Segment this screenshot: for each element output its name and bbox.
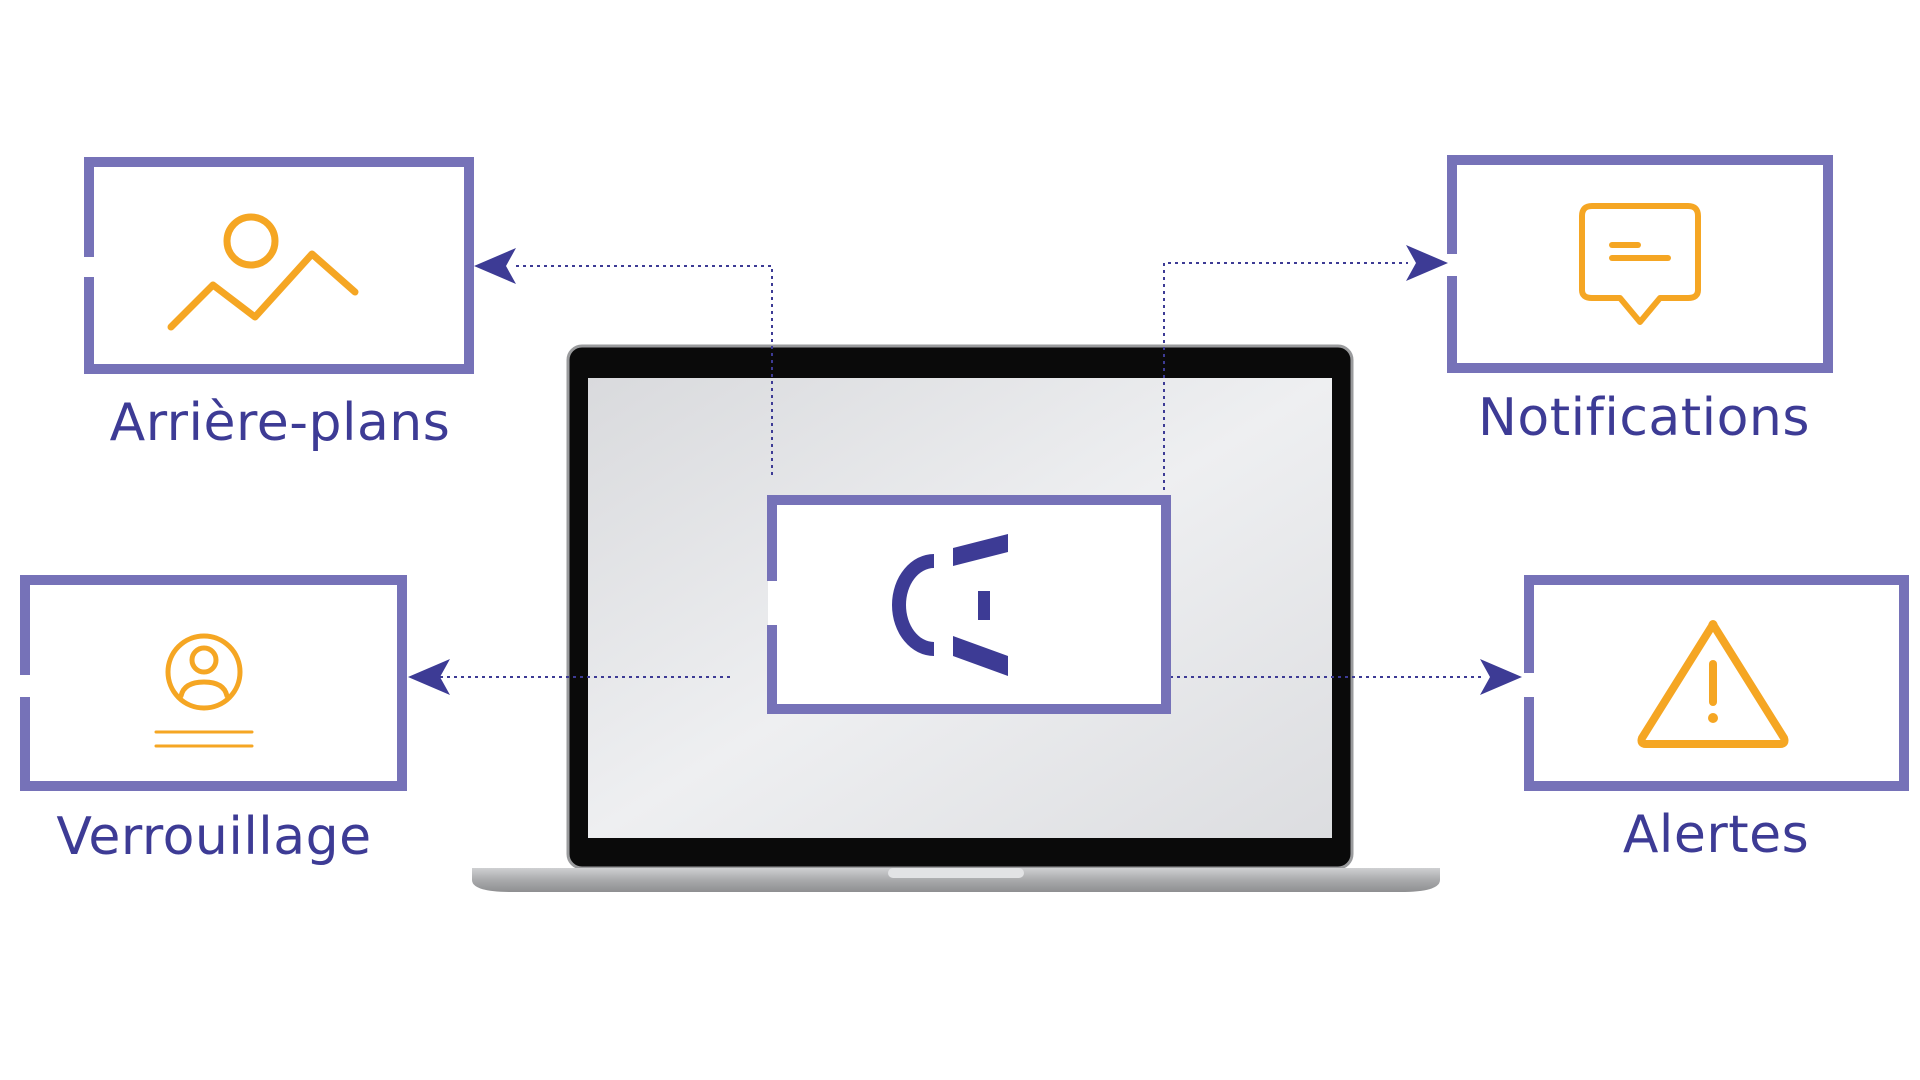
image-icon bbox=[167, 213, 359, 331]
message-icon bbox=[1579, 203, 1701, 325]
arrow-left-icon bbox=[408, 659, 450, 695]
label-backgrounds: Arrière-plans bbox=[109, 393, 451, 453]
arrow-right-icon bbox=[1406, 245, 1448, 281]
arrow-left-icon bbox=[474, 248, 516, 284]
label-notifications: Notifications bbox=[1478, 388, 1810, 448]
connector-notifications bbox=[1163, 262, 1408, 490]
warning-icon bbox=[1637, 620, 1789, 748]
feature-frame-notifications bbox=[1447, 155, 1833, 373]
laptop-base bbox=[472, 868, 1440, 892]
feature-frame-lock bbox=[20, 575, 407, 791]
laptop-notch bbox=[888, 868, 1024, 878]
connector-arrows bbox=[408, 245, 1522, 695]
center-frame bbox=[767, 495, 1171, 714]
feature-frame-backgrounds bbox=[84, 157, 474, 374]
feature-frame-alerts bbox=[1524, 575, 1909, 791]
user-lock-icon bbox=[154, 633, 254, 748]
label-alerts: Alertes bbox=[1622, 805, 1810, 865]
brand-logo-icon bbox=[892, 534, 1008, 676]
arrow-right-icon bbox=[1480, 659, 1522, 695]
label-lock: Verrouillage bbox=[56, 807, 372, 867]
connectors bbox=[440, 262, 1484, 678]
